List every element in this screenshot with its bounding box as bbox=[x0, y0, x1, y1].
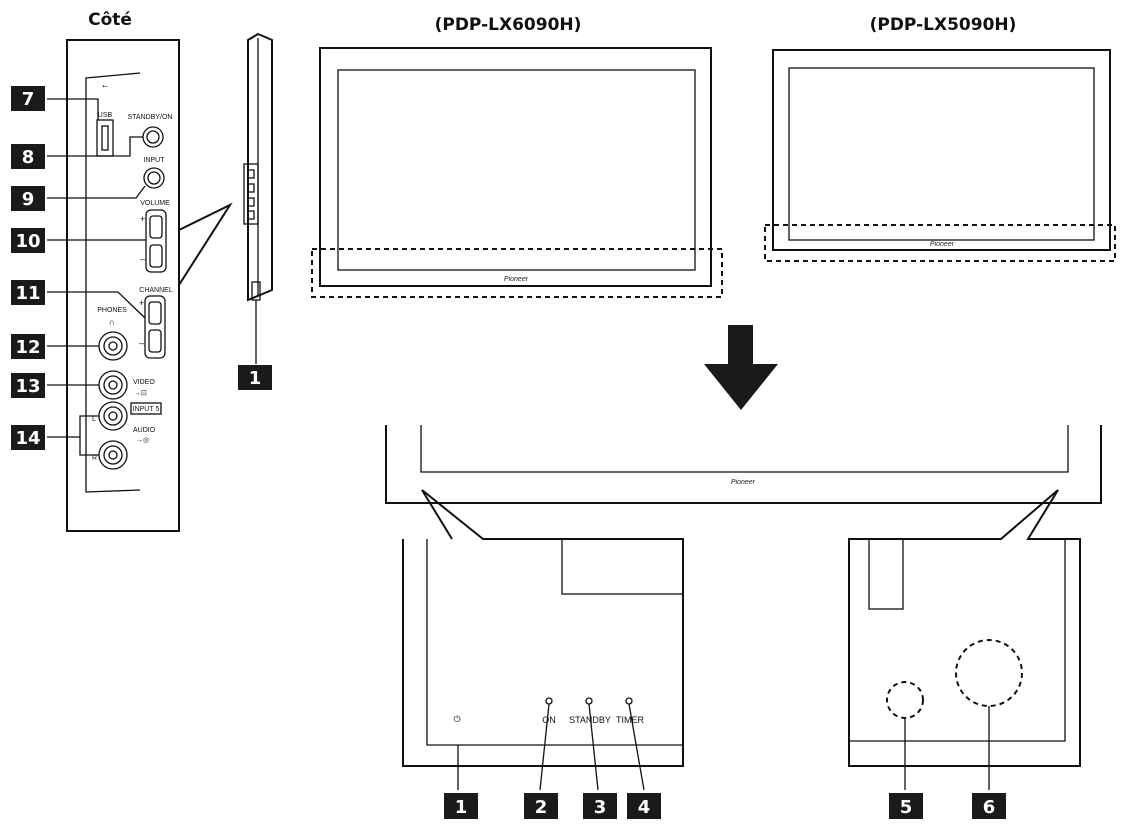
volume-rocker bbox=[145, 209, 167, 273]
svg-text:⭠: ⭠ bbox=[102, 83, 108, 90]
audio-input-icon: →◎ bbox=[136, 437, 149, 444]
room-light-sensor bbox=[955, 639, 1023, 707]
timer-led bbox=[625, 697, 633, 705]
detail-led-panel: ⏻ ON STANDBY TIMER bbox=[402, 489, 684, 791]
video-jack bbox=[98, 370, 128, 400]
audio-left-jack bbox=[98, 401, 128, 431]
model-a-title: (PDP-LX6090H) bbox=[435, 15, 582, 35]
input-label: INPUT bbox=[144, 157, 166, 164]
video-label: VIDEO bbox=[133, 379, 155, 386]
channel-rocker bbox=[144, 295, 166, 359]
callout-12: 12 bbox=[11, 334, 45, 359]
svg-text:1: 1 bbox=[455, 797, 468, 818]
detail-sensor-panel bbox=[848, 489, 1081, 790]
callout-10: 10 bbox=[11, 228, 45, 253]
callout-6: 6 bbox=[972, 793, 1006, 819]
channel-label: CHANNEL bbox=[139, 287, 173, 294]
svg-text:2: 2 bbox=[535, 797, 548, 818]
svg-text:8: 8 bbox=[22, 147, 35, 168]
svg-text:7: 7 bbox=[22, 89, 35, 110]
svg-text:10: 10 bbox=[15, 231, 40, 252]
side-panel-inner bbox=[85, 72, 141, 493]
callout-14: 14 bbox=[11, 425, 45, 450]
callout-8: 8 bbox=[11, 144, 45, 169]
svg-text:14: 14 bbox=[15, 428, 40, 449]
svg-text:Pioneer: Pioneer bbox=[731, 479, 756, 486]
callout-13: 13 bbox=[11, 373, 45, 398]
callout-1-side: 1 bbox=[238, 365, 272, 390]
highlight-box-b bbox=[764, 224, 1116, 262]
svg-text:12: 12 bbox=[15, 337, 40, 358]
svg-text:3: 3 bbox=[594, 797, 607, 818]
remote-sensor bbox=[886, 681, 924, 719]
standby-label: STANDBY bbox=[569, 715, 611, 725]
volume-label: VOLUME bbox=[140, 200, 170, 207]
timer-label: TIMER bbox=[616, 715, 644, 725]
usb-label: USB bbox=[98, 112, 113, 119]
phones-label: PHONES bbox=[97, 307, 127, 314]
audio-left-label: L bbox=[92, 416, 96, 423]
side-title: Côté bbox=[88, 10, 132, 30]
zoom-wedge bbox=[178, 202, 233, 286]
svg-text:+: + bbox=[140, 214, 145, 224]
on-label: ON bbox=[542, 715, 556, 725]
callout-1: 1 bbox=[444, 793, 478, 819]
svg-text:Pioneer: Pioneer bbox=[504, 276, 529, 283]
tv-pdp-lx6090h: Pioneer bbox=[311, 47, 723, 298]
svg-text:5: 5 bbox=[900, 797, 913, 818]
svg-text:6: 6 bbox=[983, 797, 996, 818]
arrow-down-icon bbox=[704, 325, 778, 410]
svg-text:–: – bbox=[139, 338, 144, 348]
side-panel-frame bbox=[66, 39, 180, 532]
svg-text:11: 11 bbox=[15, 283, 40, 304]
model-b-title: (PDP-LX5090H) bbox=[870, 15, 1017, 35]
standby-on-button bbox=[142, 126, 164, 148]
side-panel: ⭠ USB STANDBY/ON INPUT VOLUME + – CHANNE… bbox=[47, 39, 180, 532]
svg-text:–: – bbox=[140, 254, 145, 264]
callout-2: 2 bbox=[524, 793, 558, 819]
standby-on-label: STANDBY/ON bbox=[128, 114, 173, 121]
callout-11: 11 bbox=[11, 280, 45, 305]
svg-text:4: 4 bbox=[638, 797, 651, 818]
callout-7: 7 bbox=[11, 86, 45, 111]
svg-text:+: + bbox=[139, 298, 144, 308]
svg-text:Pioneer: Pioneer bbox=[930, 241, 955, 248]
headphones-icon: ∩ bbox=[109, 317, 115, 327]
input5-label: INPUT 5 bbox=[133, 406, 160, 413]
audio-right-jack bbox=[98, 440, 128, 470]
callout-5: 5 bbox=[889, 793, 923, 819]
tv-side-profile bbox=[243, 32, 273, 364]
audio-right-label: R bbox=[92, 455, 97, 462]
zoomed-bezel: Pioneer bbox=[385, 425, 1102, 504]
on-led bbox=[545, 697, 553, 705]
svg-text:1: 1 bbox=[249, 368, 262, 389]
callout-9: 9 bbox=[11, 186, 45, 211]
svg-text:13: 13 bbox=[15, 376, 40, 397]
callout-3: 3 bbox=[583, 793, 617, 819]
standby-led bbox=[585, 697, 593, 705]
phones-jack bbox=[98, 331, 128, 361]
power-symbol: ⏻ bbox=[453, 714, 460, 724]
callout-4: 4 bbox=[627, 793, 661, 819]
highlight-box-a bbox=[311, 248, 723, 298]
input-button bbox=[143, 167, 165, 189]
tv-pdp-lx5090h: Pioneer bbox=[764, 49, 1116, 262]
input5-box bbox=[130, 402, 162, 415]
audio-label: AUDIO bbox=[133, 427, 156, 434]
input-arrow-icon: →⊡ bbox=[134, 390, 147, 397]
svg-text:9: 9 bbox=[22, 189, 35, 210]
